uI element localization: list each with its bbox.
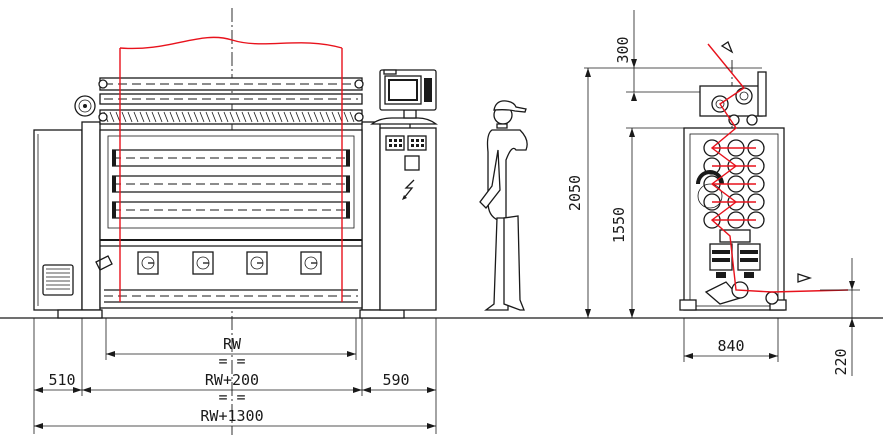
dim-300: 300 <box>614 36 632 63</box>
vent-grill <box>42 264 74 296</box>
spiral-brush-roll <box>99 109 363 125</box>
human-scale-figure <box>479 100 528 311</box>
dim-equal-mark-1: = = <box>218 352 245 370</box>
gear-wheel-icon <box>74 95 96 117</box>
front-dimensions: RW = = 510 RW+200 590 = = RW+1300 <box>33 318 437 434</box>
side-dimensions: 300 2050 1550 840 220 <box>566 10 860 376</box>
left-side-frame <box>81 121 101 311</box>
right-side-frame <box>361 121 381 311</box>
material-web-front <box>119 36 343 302</box>
machine-body <box>99 129 363 309</box>
dim-rw-plus-200: RW+200 <box>205 371 259 389</box>
dim-left-510: 510 <box>48 371 75 389</box>
front-view <box>33 8 438 435</box>
material-web-path <box>707 43 849 293</box>
adjustment-knobs <box>137 251 322 275</box>
dim-1550: 1550 <box>610 207 628 243</box>
side-view <box>679 41 849 311</box>
material-out-arrow-icon <box>797 273 813 283</box>
dim-rw-plus-1300: RW+1300 <box>200 407 263 425</box>
control-cabinet <box>379 127 437 311</box>
dim-rw: RW <box>223 335 242 353</box>
electrical-hazard-icon <box>403 179 415 199</box>
dim-equal-mark-2: = = <box>218 388 245 406</box>
dim-840: 840 <box>717 337 744 355</box>
material-in-arrow-icon <box>720 41 734 54</box>
control-panel-monitor <box>379 69 437 111</box>
dim-220: 220 <box>832 348 850 375</box>
dim-right-590: 590 <box>382 371 409 389</box>
dim-2050: 2050 <box>566 175 584 211</box>
